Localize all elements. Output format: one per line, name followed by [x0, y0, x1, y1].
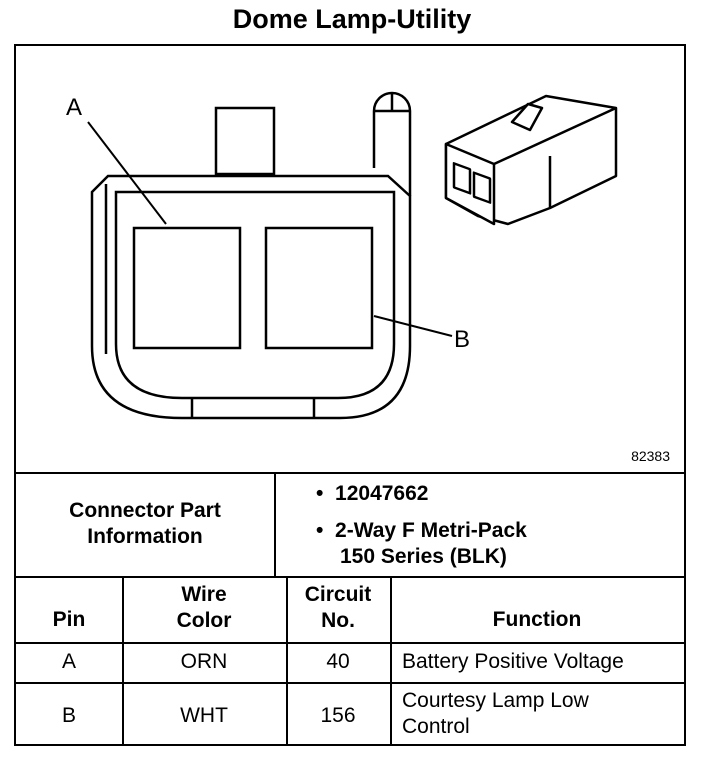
header-wire-color: Wire Color: [122, 582, 286, 634]
cavity-a: [132, 226, 242, 350]
header-wire-color-line2: Color: [176, 609, 232, 632]
table-cell-function-line2: Control: [402, 715, 470, 738]
divider: [16, 642, 684, 644]
header-pin: Pin: [52, 608, 86, 631]
header-function: Function: [492, 608, 582, 631]
leader-line-b: [373, 315, 453, 337]
bullet: •: [316, 482, 324, 505]
header-circuit-line1: Circuit: [304, 583, 372, 606]
table-cell-circuit: 156: [320, 704, 356, 727]
bullet: •: [316, 519, 324, 542]
connector-info-label-line1: Connector Part: [69, 499, 221, 522]
page-title: Dome Lamp-Utility: [232, 4, 472, 34]
table-cell-function: Courtesy Lamp Low Control: [402, 688, 682, 740]
divider: [390, 576, 392, 746]
leader-line-a: [87, 121, 167, 225]
connector-info-label-line2: Information: [87, 525, 203, 548]
connector-iso-view: [444, 94, 618, 226]
header-wire-color-line1: Wire: [181, 583, 227, 606]
divider: [122, 576, 124, 746]
table-cell-pin: B: [61, 704, 76, 727]
header-circuit-line2: No.: [321, 609, 355, 632]
connector-part-number-value: 12047662: [335, 482, 429, 505]
connector-diagram: [87, 91, 618, 420]
table-cell-function: Battery Positive Voltage: [402, 650, 624, 673]
table-cell-function-line1: Courtesy Lamp Low: [402, 689, 589, 712]
table-cell-pin: A: [61, 650, 76, 673]
connector-sheet: A B 82383 Connector Part Information • 1…: [14, 44, 686, 746]
connector-face-view: [90, 91, 412, 420]
divider: [16, 682, 684, 684]
figure-number: 82383: [631, 448, 670, 464]
connector-info-label: Connector Part Information: [16, 498, 274, 550]
label-b: B: [454, 326, 471, 353]
connector-type: • 2-Way F Metri-Pack 150 Series (BLK): [316, 518, 527, 570]
divider: [274, 472, 276, 578]
header-circuit-no: Circuit No.: [286, 582, 390, 634]
label-a: A: [66, 94, 83, 121]
cavity-b: [264, 226, 374, 350]
table-cell-circuit: 40: [326, 650, 350, 673]
table-cell-color: WHT: [180, 704, 228, 727]
connector-part-number: • 12047662: [316, 482, 428, 506]
connector-type-line1: 2-Way F Metri-Pack: [335, 519, 527, 542]
divider: [16, 472, 684, 474]
table-cell-color: ORN: [180, 650, 228, 673]
divider: [16, 576, 684, 578]
connector-type-line2: 150 Series (BLK): [340, 545, 507, 568]
divider: [286, 576, 288, 746]
